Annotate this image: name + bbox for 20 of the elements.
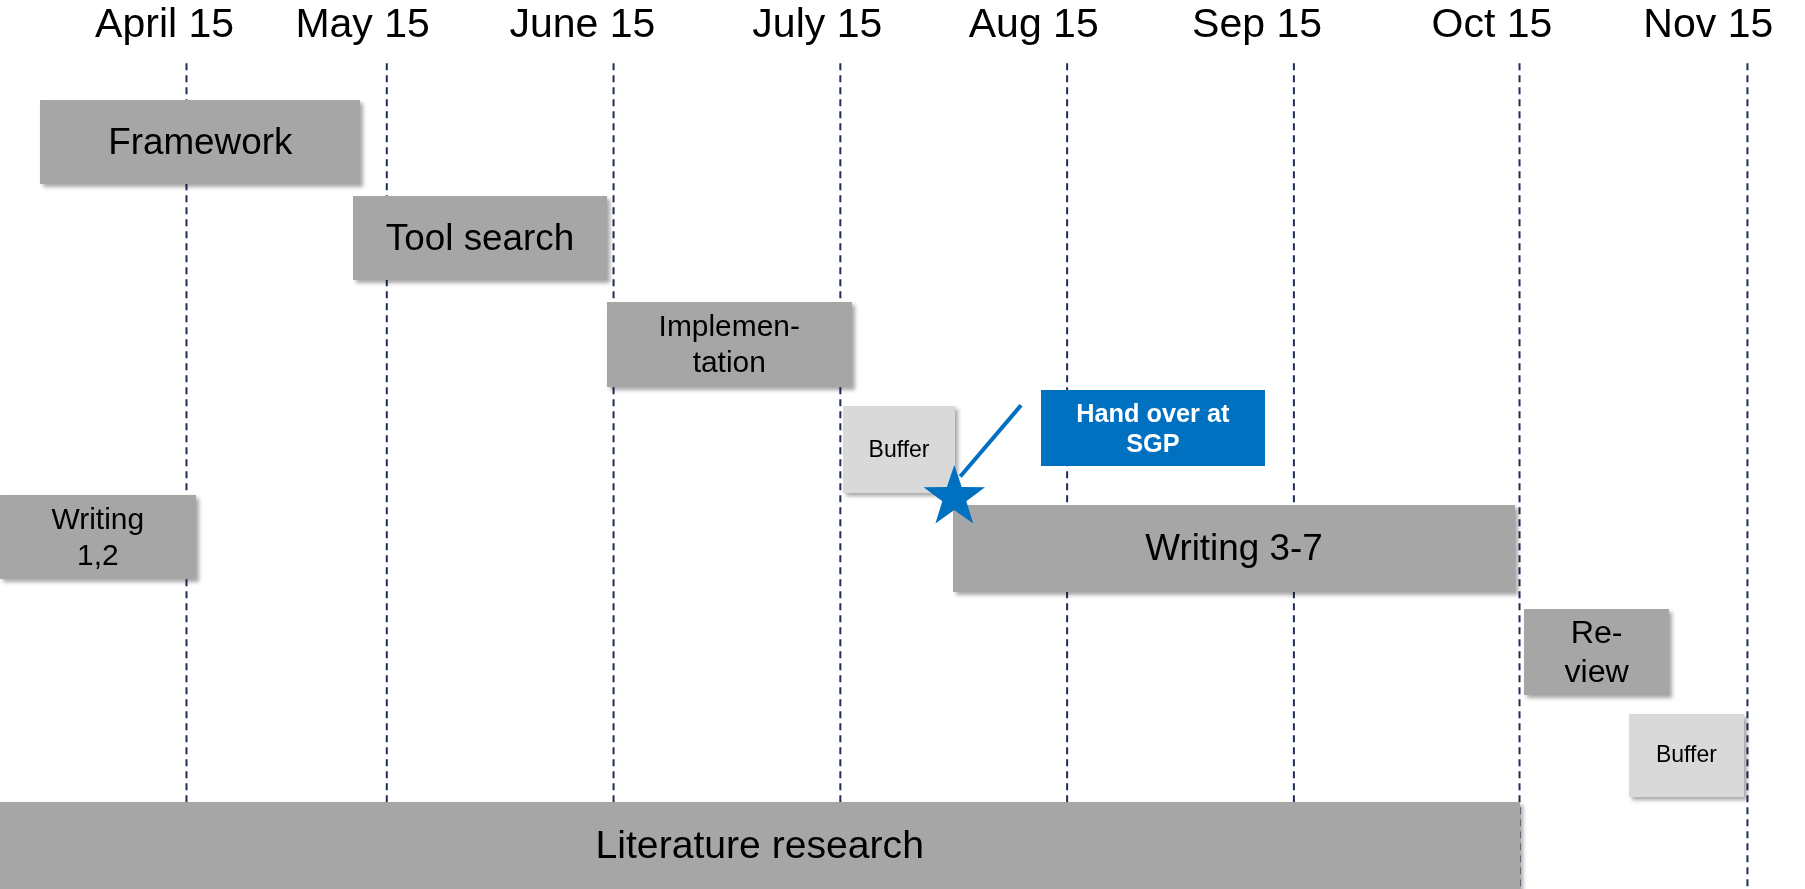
task-bar: Writing 1,2 — [0, 495, 196, 579]
date-label: May 15 — [295, 0, 430, 47]
task-bar: Re- view — [1524, 608, 1670, 696]
date-label: Aug 15 — [968, 0, 1099, 47]
leader-line — [958, 403, 1023, 478]
task-bar: Writing 3-7 — [953, 505, 1515, 592]
task-bar: Literature research — [0, 802, 1520, 889]
date-label: Oct 15 — [1431, 0, 1553, 47]
date-label: July 15 — [752, 0, 883, 47]
date-label: Nov 15 — [1643, 0, 1774, 47]
buffer-bar: Buffer — [842, 406, 956, 493]
date-label: April 15 — [95, 0, 235, 47]
star-marker — [923, 465, 985, 524]
task-bar: Tool search — [353, 195, 607, 280]
task-bar: Framework — [40, 100, 361, 185]
date-label: Sep 15 — [1192, 0, 1322, 47]
date-label: June 15 — [509, 0, 656, 47]
callout-box: Hand over at SGP — [1040, 390, 1266, 467]
task-bar: Implemen- tation — [606, 301, 852, 387]
buffer-bar: Buffer — [1628, 713, 1744, 797]
